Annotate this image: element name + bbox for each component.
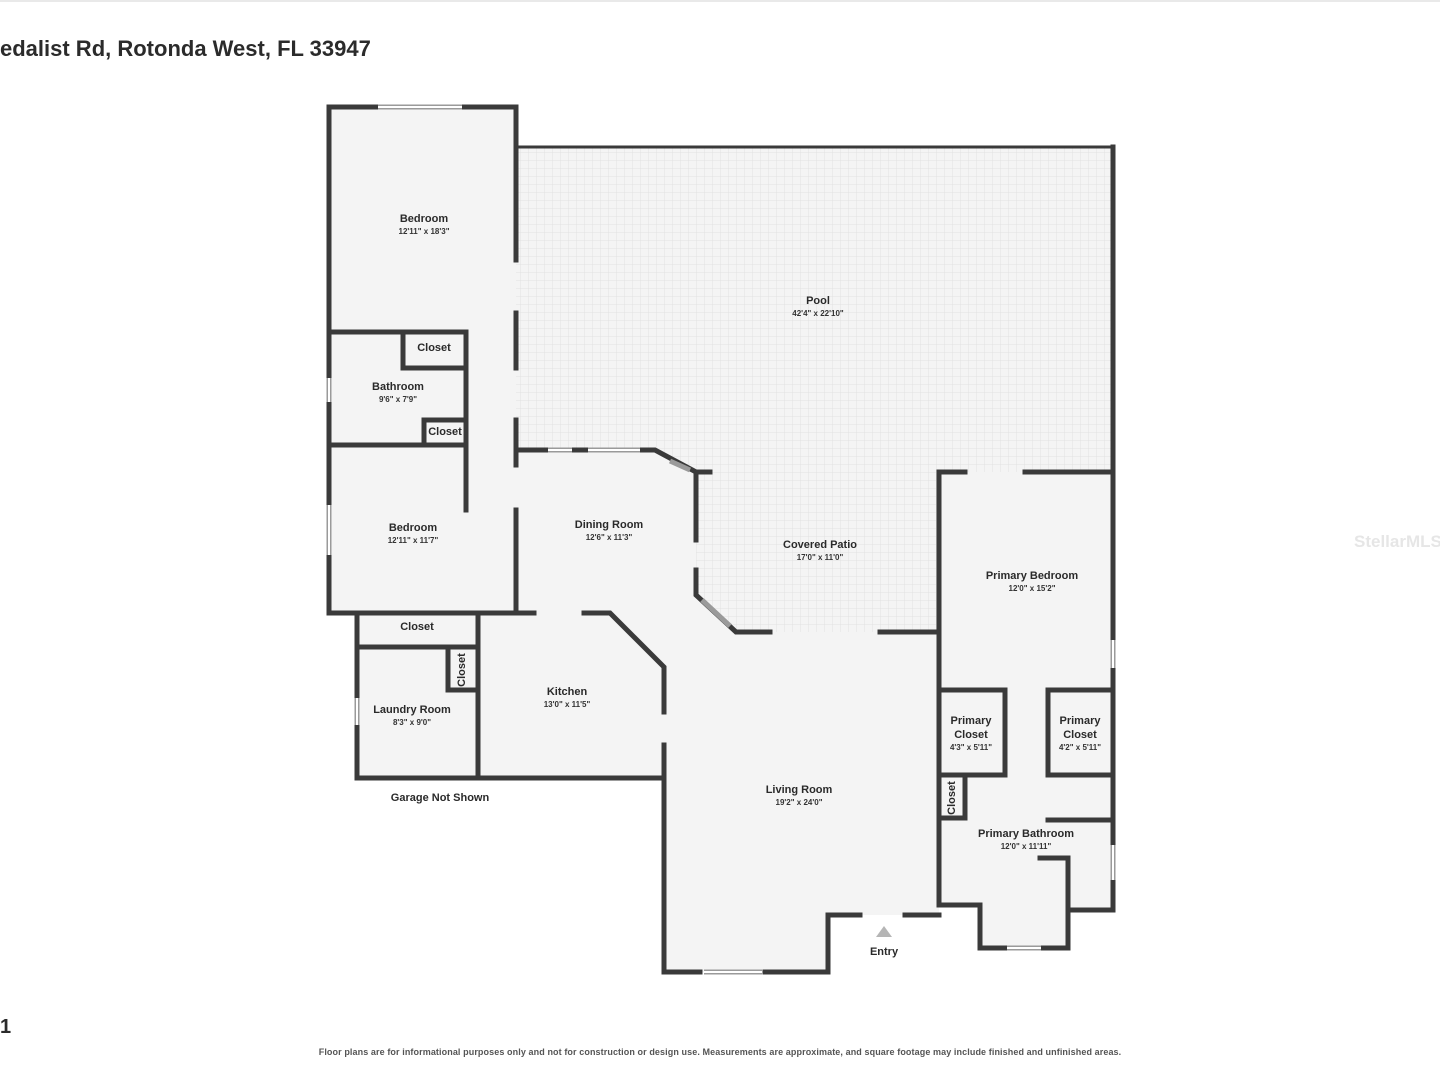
bedroom-1-dims: 12'11" x 18'3": [399, 227, 450, 236]
dining-dims: 12'6" x 11'3": [586, 533, 633, 542]
primary-closet-left-label-2: Closet: [954, 729, 988, 741]
primary-bathroom-label: Primary Bathroom: [978, 828, 1074, 840]
west-wing-fill: [329, 107, 516, 613]
pool-label: Pool: [806, 295, 830, 307]
living-room-dims: 19'2" x 24'0": [776, 798, 823, 807]
bedroom-1-label: Bedroom: [400, 213, 449, 225]
primary-bathroom-dims: 12'0" x 11'11": [1001, 842, 1052, 851]
kitchen-label: Kitchen: [547, 686, 588, 698]
entry-label: Entry: [870, 946, 899, 958]
laundry-label: Laundry Room: [373, 704, 451, 716]
covered-patio-dims: 17'0" x 11'0": [797, 553, 844, 562]
laundry-dims: 8'3" x 9'0": [393, 718, 431, 727]
closet-1-label: Closet: [417, 342, 451, 354]
closet-5-label: Closet: [946, 781, 958, 815]
laundry-fill: [357, 613, 478, 778]
bedroom-2-label: Bedroom: [389, 522, 438, 534]
closet-4-label: Closet: [456, 653, 468, 687]
primary-bedroom-label: Primary Bedroom: [986, 570, 1079, 582]
pool-area-fill: [516, 147, 1113, 632]
room-labels: Bedroom 12'11" x 18'3" Closet Bathroom 9…: [372, 213, 1101, 958]
room-fills: [329, 107, 1113, 972]
watermark: StellarMLS: [1354, 532, 1440, 551]
windows: [326, 104, 1116, 975]
pool-dims: 42'4" x 22'10": [792, 309, 844, 318]
primary-closet-left-dims: 4'3" x 5'11": [950, 743, 992, 752]
floor-number: 1: [0, 1016, 12, 1038]
primary-closet-right-dims: 4'2" x 5'11": [1059, 743, 1101, 752]
primary-closet-left-label-1: Primary: [951, 715, 993, 727]
core-fill: [478, 450, 939, 972]
walls: [326, 104, 1116, 975]
bedroom-2-dims: 12'11" x 11'7": [388, 536, 439, 545]
bathroom-dims: 9'6" x 7'9": [379, 395, 417, 404]
disclaimer: Floor plans are for informational purpos…: [318, 1047, 1122, 1057]
bathroom-label: Bathroom: [372, 381, 424, 393]
covered-patio-label: Covered Patio: [783, 539, 857, 551]
kitchen-dims: 13'0" x 11'5": [544, 700, 591, 709]
dining-label: Dining Room: [575, 519, 644, 531]
top-divider: [0, 0, 1440, 2]
closet-2-label: Closet: [428, 426, 462, 438]
primary-closet-right-label-1: Primary: [1060, 715, 1102, 727]
living-room-label: Living Room: [766, 784, 833, 796]
primary-closet-right-label-2: Closet: [1063, 729, 1097, 741]
primary-suite-fill: [939, 472, 1113, 948]
closet-3-label: Closet: [400, 621, 434, 633]
entry-arrow-icon: [876, 926, 892, 937]
garage-note: Garage Not Shown: [391, 792, 490, 804]
primary-bedroom-dims: 12'0" x 15'2": [1009, 584, 1056, 593]
property-address: edalist Rd, Rotonda West, FL 33947: [0, 36, 371, 61]
